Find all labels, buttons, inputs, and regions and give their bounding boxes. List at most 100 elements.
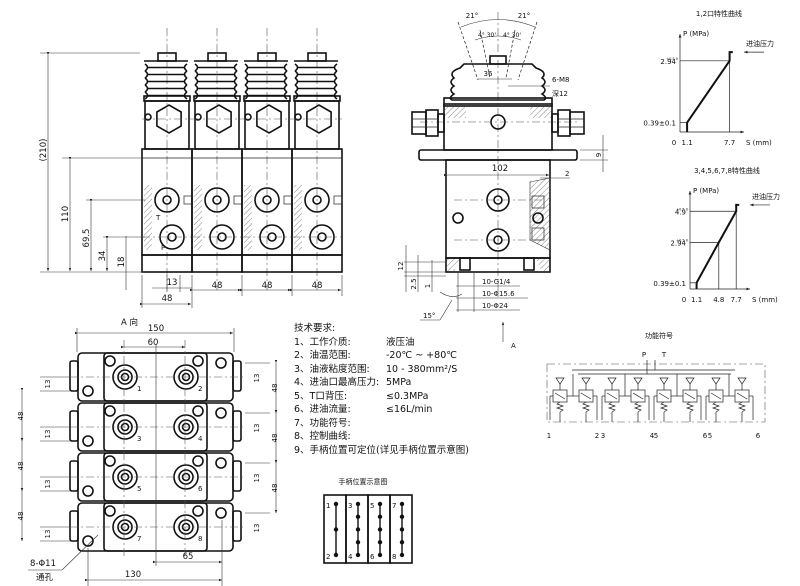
valve-arrow bbox=[684, 392, 696, 400]
screw bbox=[104, 405, 116, 417]
dim-section-width-1: 48 bbox=[162, 294, 173, 304]
dim-port-offset: 13 bbox=[253, 424, 261, 433]
dim-edge: 2 bbox=[565, 170, 569, 178]
holes-callout: 8-Φ11 bbox=[30, 559, 56, 569]
port-t-inner bbox=[212, 195, 222, 205]
screw bbox=[192, 455, 204, 467]
small-hole bbox=[144, 113, 152, 121]
valve-spring bbox=[685, 401, 695, 413]
requirement-label: 3、油液粘度范围: bbox=[294, 363, 370, 375]
x-tick-label: 7.7 bbox=[724, 139, 735, 147]
symbol-port-label: 4 bbox=[650, 432, 655, 440]
y-tick-label: 0.39±0.1 bbox=[653, 280, 686, 288]
requirement-label: 8、控制曲线: bbox=[294, 431, 351, 442]
requirement-label: 1、工作介质: bbox=[294, 336, 351, 348]
port-callout-thread: 10-G1/4 bbox=[482, 278, 511, 286]
mount-hole bbox=[82, 435, 94, 447]
handle-position-dot bbox=[377, 514, 383, 519]
dim-body-height: 110 bbox=[61, 206, 71, 222]
screw bbox=[192, 405, 204, 417]
requirement-value: -20℃ ~ +80℃ bbox=[386, 350, 457, 361]
fitting-left bbox=[411, 109, 445, 137]
y-tick-tolerance: +0.5 0 bbox=[666, 57, 678, 61]
handle-position-number: 6 bbox=[370, 553, 375, 561]
requirement-value: ≤0.3MPa bbox=[386, 390, 429, 402]
dim-port-offset: 13 bbox=[167, 278, 178, 288]
handle-position-number: 8 bbox=[392, 553, 396, 561]
dim-bottom-center: 60 bbox=[148, 338, 159, 348]
dim-section-width-2: 48 bbox=[212, 281, 223, 291]
dim-pitch-right-label: 48 bbox=[271, 484, 279, 493]
requirement-label: 4、进油口最高压力: bbox=[294, 377, 380, 388]
mount-hole bbox=[215, 357, 227, 369]
valve-spring bbox=[555, 401, 565, 413]
handle-position-number: 4 bbox=[348, 553, 353, 561]
function-symbol-title: 功能符号 bbox=[645, 331, 673, 340]
angle-left-inner: 4° 30' bbox=[478, 32, 496, 39]
mount-hole bbox=[215, 457, 227, 469]
fitting-right bbox=[232, 410, 242, 442]
valve-section bbox=[291, 28, 343, 290]
hatch bbox=[294, 185, 302, 250]
port-t-inner bbox=[262, 195, 272, 205]
valve-actuator bbox=[581, 377, 591, 385]
angle-right-outer: 21° bbox=[518, 12, 530, 20]
hatch bbox=[244, 185, 252, 250]
dim-overall-height: (210) bbox=[39, 139, 49, 162]
handle-position-dot bbox=[355, 552, 361, 558]
hex-nut bbox=[156, 104, 182, 134]
valve-section bbox=[191, 28, 243, 290]
mount-hole bbox=[82, 385, 94, 397]
port-callout-bore: 10-Φ15.6 bbox=[482, 290, 515, 298]
dim-port-offset: 13 bbox=[253, 474, 261, 483]
connector bbox=[333, 195, 343, 205]
angle-left-outer: 21° bbox=[466, 12, 478, 20]
valve-arrow bbox=[580, 392, 592, 400]
symbol-port-label: 3 bbox=[601, 432, 605, 440]
requirement-item: 8、控制曲线: bbox=[294, 430, 469, 444]
port-number: 8 bbox=[198, 535, 202, 543]
symbol-port-label: 6 bbox=[756, 432, 761, 440]
dim-pitch-left-label: 48 bbox=[17, 412, 25, 421]
dim-port-offset: 13 bbox=[44, 430, 52, 439]
handle-column bbox=[389, 494, 413, 564]
valve-actuator bbox=[633, 377, 643, 385]
x-axis-label: S (mm) bbox=[752, 296, 778, 304]
symbol-port-label: 5 bbox=[654, 432, 658, 440]
symbol-boundary bbox=[546, 363, 766, 423]
dim-base-height: 18 bbox=[117, 257, 127, 268]
dim-handle-width: 36 bbox=[484, 70, 493, 78]
chart-title: 1,2口特性曲线 bbox=[696, 9, 742, 18]
y-axis-label: P (MPa) bbox=[683, 30, 709, 38]
dim-pitch-right-label: 48 bbox=[271, 384, 279, 393]
dim-bottom-hole-span: 130 bbox=[125, 570, 141, 580]
symbol-port-label: 6 bbox=[703, 432, 708, 440]
handle-position-dot bbox=[399, 540, 405, 545]
valve-spring bbox=[607, 401, 617, 413]
port-number: 4 bbox=[198, 435, 203, 443]
y-axis-label: P (MPa) bbox=[693, 187, 719, 195]
requirement-value: 10 - 380mm²/S bbox=[386, 363, 458, 375]
symbol-p-label: P bbox=[642, 351, 646, 359]
dim-port-offset: 13 bbox=[44, 530, 52, 539]
screw bbox=[104, 455, 116, 467]
base bbox=[291, 254, 343, 273]
dim-p-port-height: 34 bbox=[98, 251, 108, 262]
handle-position-number: 3 bbox=[348, 502, 352, 510]
valve-arrow bbox=[554, 392, 566, 400]
symbol-port-label: 1 bbox=[547, 432, 551, 440]
requirement-item: 9、手柄位置可定位(详见手柄位置示意图) bbox=[294, 444, 469, 458]
dim-t-port-height: 69.5 bbox=[82, 229, 92, 248]
requirement-label: 7、功能符号: bbox=[294, 417, 351, 429]
port-callout-counterbore: 10-Φ24 bbox=[482, 302, 508, 310]
angle-right-inner: 4° 30' bbox=[503, 32, 521, 39]
fitting-left bbox=[69, 360, 79, 392]
dim-section-width-4: 48 bbox=[312, 281, 323, 291]
fitting-right bbox=[551, 109, 585, 137]
origin-label: 0 bbox=[682, 296, 686, 304]
x-tick-label: 1.1 bbox=[682, 139, 693, 147]
requirement-item: 7、功能符号: bbox=[294, 417, 469, 431]
